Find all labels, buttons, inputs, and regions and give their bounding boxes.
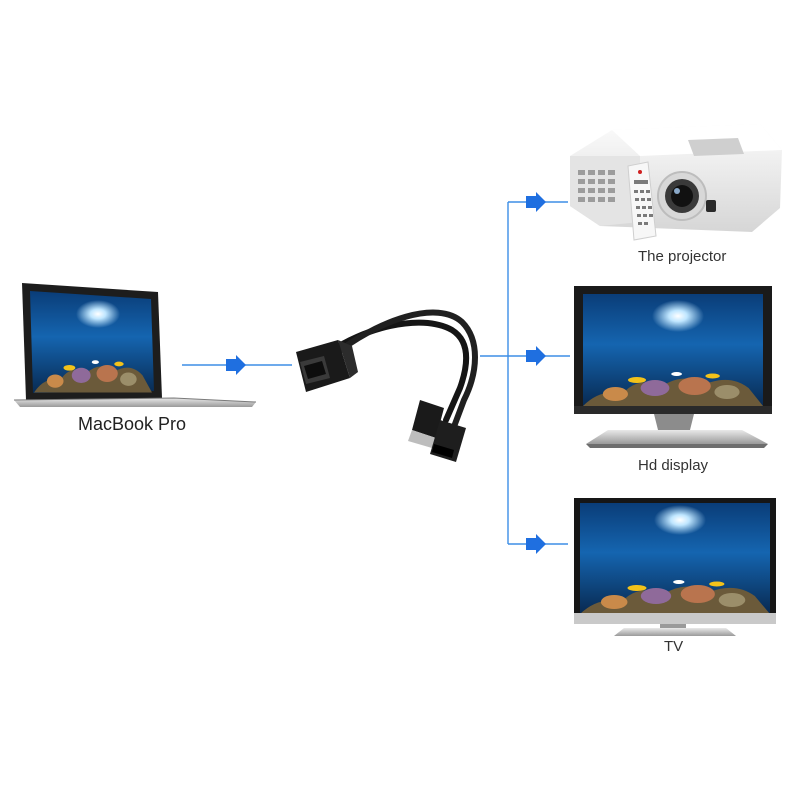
- arrow-right-icon: [526, 346, 546, 366]
- connector-lines: [182, 201, 570, 545]
- arrow-right-icon: [226, 355, 246, 375]
- macbook-label: MacBook Pro: [78, 414, 187, 434]
- tv-label: TV: [664, 638, 684, 655]
- remote-icon: [627, 161, 657, 241]
- laptop-icon: [13, 283, 257, 407]
- tv-icon: [574, 498, 776, 636]
- projector-label: The projector: [638, 248, 727, 265]
- arrow-right-icon: [526, 192, 546, 212]
- otg-cable-icon: [296, 309, 478, 462]
- hd-display-label: Hd display: [638, 457, 709, 474]
- monitor-icon: [574, 286, 772, 448]
- projector-icon: [570, 124, 782, 241]
- arrow-right-icon: [526, 534, 546, 554]
